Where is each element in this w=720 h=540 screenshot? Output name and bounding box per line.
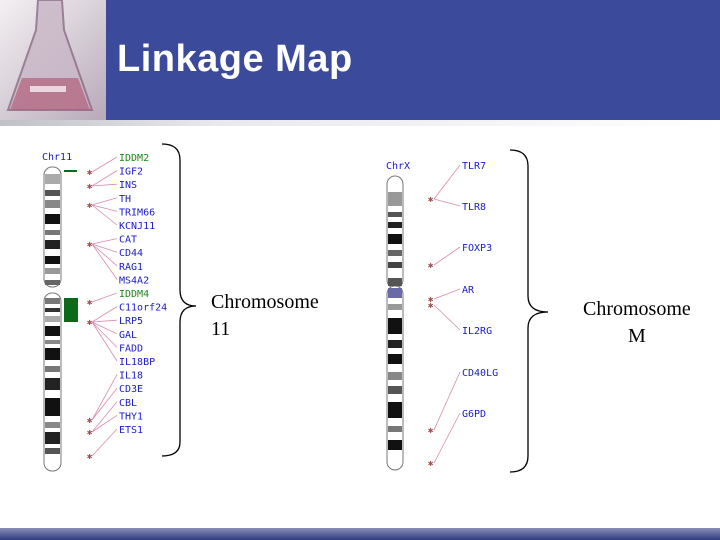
locus-line	[91, 204, 118, 226]
locus-line	[433, 246, 461, 266]
locus-line	[91, 243, 118, 280]
gene-label-iddm2: IDDM2	[119, 153, 149, 164]
chromosome-m-label: Chromosome M	[583, 296, 691, 350]
locus-line	[91, 319, 118, 323]
locus-line	[91, 321, 118, 348]
locus-marker: ✱	[428, 261, 434, 271]
locus-line	[91, 170, 118, 187]
gene-label-rag1: RAG1	[119, 262, 143, 273]
locus-line	[91, 415, 118, 433]
chr11-green-block	[64, 298, 78, 322]
chrx-markers: ✱✱✱✱✱✱	[428, 195, 434, 469]
locus-line	[91, 156, 118, 173]
locus-line	[91, 387, 118, 421]
chr11-locus-lines	[91, 156, 118, 457]
locus-line	[91, 183, 118, 187]
locus-line	[91, 306, 118, 323]
locus-line	[91, 204, 118, 212]
gene-label-igf2: IGF2	[119, 167, 143, 178]
gene-label-ins: INS	[119, 180, 137, 191]
chr11-markers: ✱ ✱ ✱ ✱ ✱ ✱ ✱ ✱ ✱	[87, 168, 93, 462]
locus-marker: ✱	[87, 182, 93, 192]
chr11-name: Chr11	[42, 152, 72, 163]
locus-marker: ✱	[87, 201, 93, 211]
gene-label-il18bp: IL18BP	[119, 357, 155, 368]
footer-bar	[0, 528, 720, 540]
locus-marker: ✱	[87, 168, 93, 178]
gene-label-cd44: CD44	[119, 248, 143, 259]
locus-line	[91, 401, 118, 433]
title-bar: Linkage Map	[0, 0, 720, 120]
gene-label-cd3e: CD3E	[119, 384, 143, 395]
chrx-name: ChrX	[386, 161, 410, 172]
locus-line	[91, 428, 118, 457]
locus-line	[91, 374, 118, 421]
gene-label-ets1: ETS1	[119, 425, 143, 436]
locus-line	[433, 164, 461, 200]
gene-label-il18: IL18	[119, 371, 143, 382]
gene-label-cd40lg: CD40LG	[462, 368, 498, 379]
chrx-locus-lines	[433, 164, 461, 464]
chrx-brace	[509, 149, 549, 473]
chr11-ideogram	[43, 166, 62, 472]
locus-marker: ✱	[87, 298, 93, 308]
chr11-brace	[161, 143, 197, 457]
flask-logo	[0, 0, 106, 120]
gene-label-g6pd: G6PD	[462, 409, 486, 420]
locus-marker: ✱	[428, 195, 434, 205]
gene-label-ms4a2: MS4A2	[119, 275, 149, 286]
gene-label-kcnj11: KCNJ11	[119, 221, 155, 232]
gene-label-ar: AR	[462, 285, 475, 296]
locus-line	[91, 243, 118, 267]
gene-label-foxp3: FOXP3	[462, 243, 492, 254]
gene-label-iddm4: IDDM4	[119, 289, 149, 300]
locus-line	[91, 321, 118, 335]
locus-line	[91, 197, 118, 206]
chromosome-11-label: Chromosome 11	[211, 289, 319, 343]
gene-label-thy1: THY1	[119, 411, 143, 422]
chr11-green-tick	[64, 170, 77, 172]
locus-line	[433, 198, 461, 207]
gene-label-c11orf24: C11orf24	[119, 303, 167, 314]
gene-label-fadd: FADD	[119, 343, 143, 354]
locus-marker: ✱	[428, 301, 434, 311]
locus-line	[433, 288, 461, 300]
label-line: Chromosome	[211, 291, 319, 313]
label-line: Chromosome	[583, 298, 691, 320]
slide-title: Linkage Map	[117, 38, 353, 80]
locus-marker: ✱	[87, 416, 93, 426]
gene-label-cat: CAT	[119, 235, 137, 246]
gene-label-gal: GAL	[119, 330, 137, 341]
chrx-ideogram	[386, 175, 404, 471]
locus-marker: ✱	[87, 452, 93, 462]
flask-icon	[6, 0, 94, 111]
gene-label-tlr7: TLR7	[462, 161, 486, 172]
locus-line	[433, 412, 461, 464]
locus-marker: ✱	[428, 295, 434, 305]
locus-marker: ✱	[87, 240, 93, 250]
gene-label-th: TH	[119, 194, 131, 205]
locus-line	[433, 304, 461, 331]
locus-marker: ✱	[428, 426, 434, 436]
locus-line	[91, 238, 118, 245]
gene-label-il2rg: IL2RG	[462, 326, 492, 337]
gene-label-lrp5: LRP5	[119, 316, 143, 327]
label-line: 11	[211, 318, 231, 340]
locus-line	[91, 243, 118, 253]
locus-line	[433, 371, 461, 431]
locus-marker: ✱	[87, 428, 93, 438]
header-divider	[0, 120, 720, 126]
gene-label-cbl: CBL	[119, 398, 137, 409]
locus-line	[91, 321, 118, 362]
locus-marker: ✱	[428, 459, 434, 469]
label-line: M	[627, 325, 646, 347]
locus-line	[91, 292, 118, 303]
locus-marker: ✱	[87, 318, 93, 328]
gene-label-trim66: TRIM66	[119, 207, 155, 218]
gene-label-tlr8: TLR8	[462, 202, 486, 213]
